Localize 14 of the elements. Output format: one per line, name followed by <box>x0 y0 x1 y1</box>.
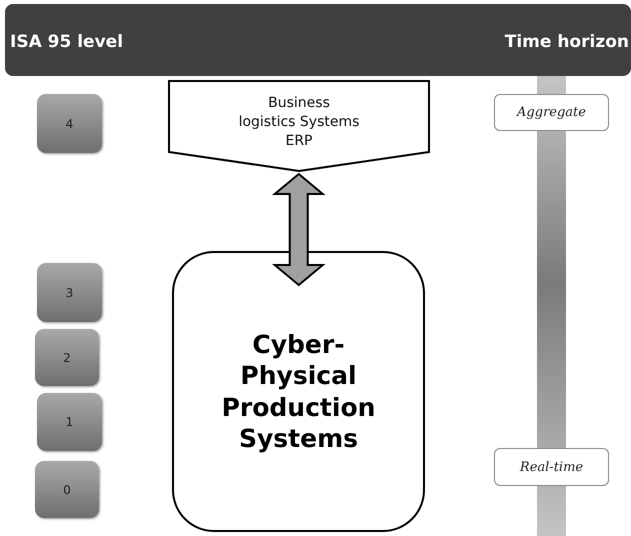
level-box: 3 <box>37 263 102 322</box>
double-block-arrow <box>272 172 326 286</box>
time-label-box: Aggregate <box>494 94 609 131</box>
time-label-box: Real-time <box>494 448 609 486</box>
level-box: 4 <box>37 94 102 153</box>
box-label: Business logistics Systems ERP <box>238 94 360 151</box>
pentagon-box <box>168 80 430 172</box>
level-box: 0 <box>35 461 99 518</box>
column-heading: Time horizon <box>504 32 629 52</box>
level-box: 1 <box>37 393 102 451</box>
column-heading: ISA 95 level <box>10 32 124 52</box>
system-box: Cyber-Physical Production Systems <box>172 251 425 532</box>
header-bar <box>5 4 631 76</box>
level-box: 2 <box>35 329 99 386</box>
